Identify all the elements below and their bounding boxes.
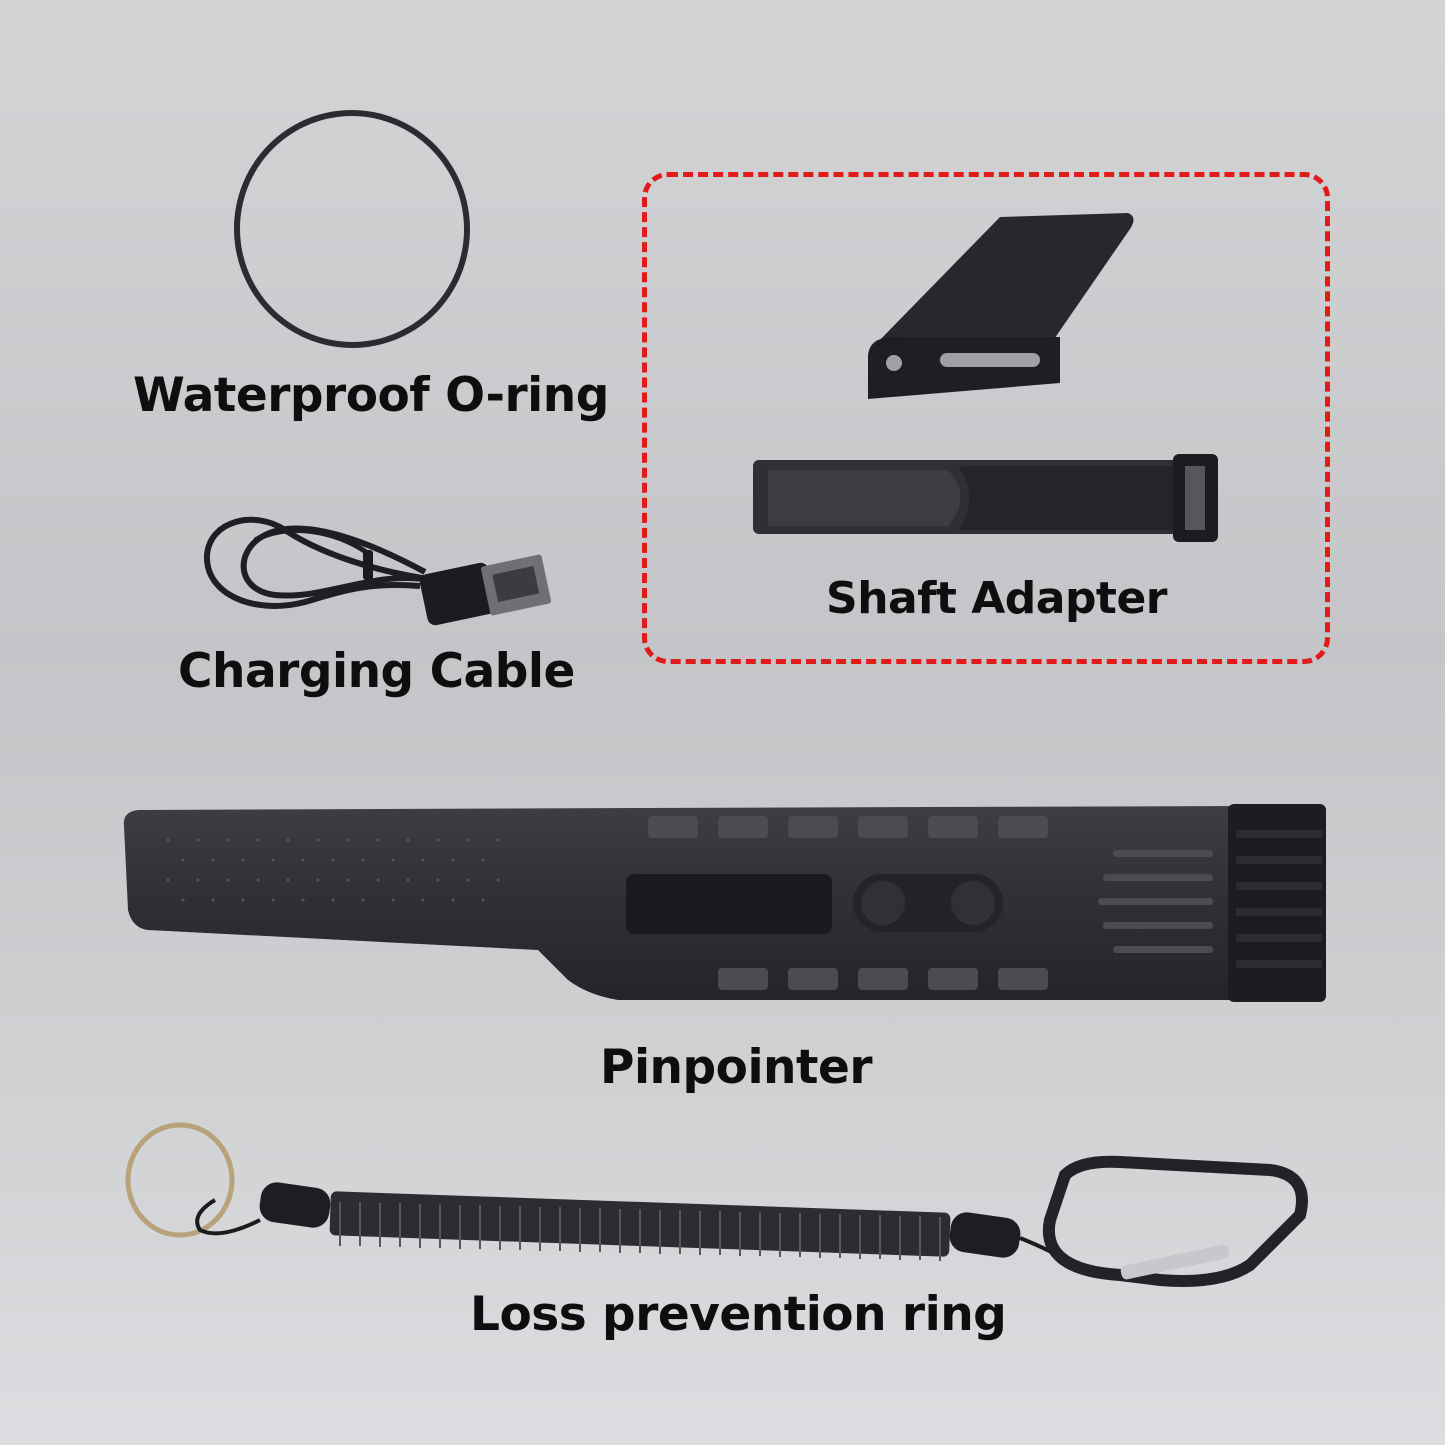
shaft-adapter-highlight-box (642, 172, 1330, 664)
shaft-adapter-icon (868, 213, 1134, 399)
o-ring-icon (233, 110, 471, 348)
shaft-adapter-label: Shaft Adapter (826, 573, 1168, 624)
o-ring-label: Waterproof O-ring (133, 368, 609, 423)
charging-cable-label: Charging Cable (178, 644, 575, 699)
usb-cable-icon (203, 516, 551, 626)
pinpointer-icon (123, 804, 1326, 1002)
pinpointer-label: Pinpointer (600, 1040, 873, 1095)
loss-prevention-ring-label: Loss prevention ring (470, 1287, 1007, 1342)
coil-lanyard-icon (125, 1122, 1308, 1287)
velcro-strap-icon (753, 454, 1218, 542)
